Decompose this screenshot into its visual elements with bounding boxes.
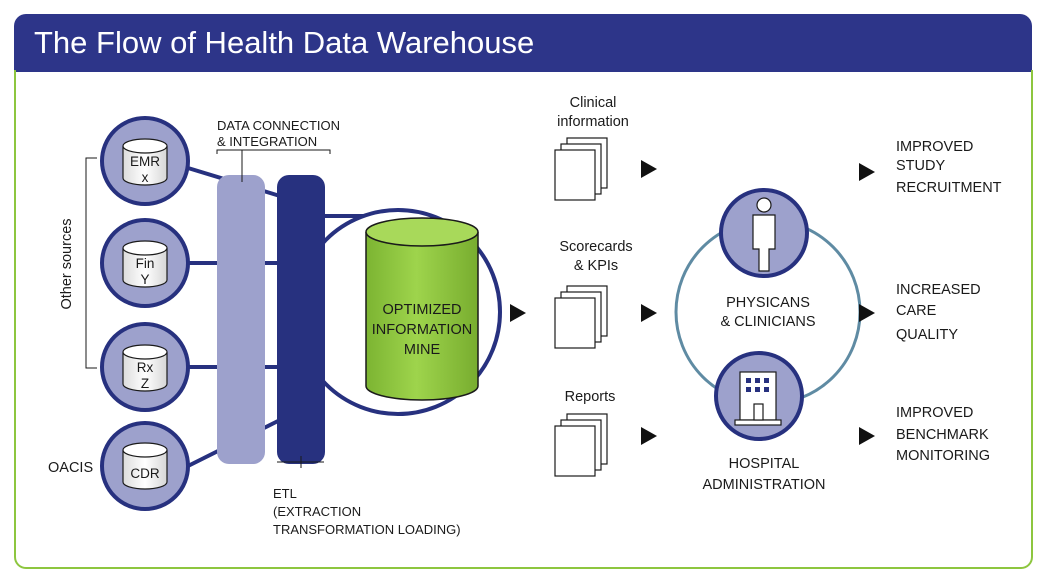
output-clinical-label-2: information — [557, 114, 629, 130]
physicians-label: PHYSICANS — [726, 295, 810, 311]
title-bar: The Flow of Health Data Warehouse — [14, 14, 1032, 72]
output-scorecards-label-2: & KPIs — [574, 258, 618, 274]
source-rx-label: Rx — [137, 360, 154, 375]
documents-icon — [554, 285, 608, 349]
documents-icon — [554, 413, 608, 477]
hospital-label: HOSPITAL — [729, 456, 800, 472]
arrow-right-icon — [641, 427, 657, 445]
oacis-label: OACIS — [48, 460, 93, 476]
arrow-right-icon — [510, 304, 526, 322]
other-sources-bracket — [85, 157, 97, 369]
source-fin-sub: Y — [140, 272, 149, 287]
outcome-label-2: STUDY — [896, 158, 945, 174]
etl-label: ETL — [273, 486, 297, 501]
documents-icon — [554, 137, 608, 201]
physicians-node: PHYSICANS & CLINICIANS — [719, 188, 816, 330]
arrow-right-icon — [859, 163, 875, 181]
other-sources-label: Other sources — [59, 218, 75, 309]
output-scorecards: Scorecards & KPIs — [554, 239, 657, 349]
arrow-right-icon — [641, 160, 657, 178]
database-icon — [122, 352, 168, 392]
source-cdr-label: CDR — [130, 466, 159, 481]
outcome-label: INCREASED — [896, 282, 981, 298]
data-connection-bar — [217, 175, 265, 464]
mine-cylinder — [365, 232, 479, 401]
hospital-label-2: ADMINISTRATION — [703, 477, 826, 493]
output-reports-label: Reports — [565, 389, 616, 405]
source-emr: EMR x — [100, 116, 190, 206]
database-icon — [122, 248, 168, 288]
outcome-label-2: BENCHMARK — [896, 427, 989, 443]
etl-bar — [277, 175, 325, 464]
outcome-benchmark-monitoring: IMPROVED BENCHMARK MONITORING — [859, 405, 990, 464]
mine-label-2: INFORMATION — [372, 322, 472, 338]
person-icon — [752, 197, 776, 272]
source-rx: Rx Z — [100, 322, 190, 412]
outcome-label: IMPROVED — [896, 139, 973, 155]
source-rx-sub: Z — [141, 376, 149, 391]
output-clinical-label: Clinical — [570, 95, 617, 111]
output-scorecards-label: Scorecards — [559, 239, 632, 255]
etl-label-3: TRANSFORMATION LOADING) — [273, 522, 461, 537]
outcome-label-3: MONITORING — [896, 448, 990, 464]
outcome-care-quality: INCREASED CARE QUALITY — [859, 282, 981, 343]
source-fin-label: Fin — [136, 256, 155, 271]
callout-lines — [216, 149, 331, 468]
output-clinical: Clinical information — [554, 95, 657, 201]
outcome-label: IMPROVED — [896, 405, 973, 421]
output-reports: Reports — [554, 389, 657, 477]
outcome-label-3: QUALITY — [896, 327, 958, 343]
data-connection-callout — [216, 149, 331, 154]
mine-label-3: MINE — [404, 342, 441, 358]
arrow-right-icon — [859, 427, 875, 445]
source-emr-sub: x — [142, 170, 149, 185]
hospital-building-icon — [734, 371, 782, 426]
source-fin: Fin Y — [100, 218, 190, 308]
arrow-right-icon — [641, 304, 657, 322]
data-connection-label-2: & INTEGRATION — [217, 134, 317, 149]
mine-cylinder-top — [365, 217, 479, 247]
data-connection-label: DATA CONNECTION — [217, 118, 340, 133]
source-emr-label: EMR — [130, 154, 160, 169]
arrow-right-icon — [859, 304, 875, 322]
page-title: The Flow of Health Data Warehouse — [34, 25, 535, 60]
outcome-label-3: RECRUITMENT — [896, 180, 1002, 196]
mine-label: OPTIMIZED — [383, 302, 462, 318]
hospital-node: HOSPITAL ADMINISTRATION — [703, 351, 826, 493]
etl-label-2: (EXTRACTION — [273, 504, 361, 519]
outcome-label-2: CARE — [896, 303, 937, 319]
database-icon — [122, 450, 168, 490]
database-icon — [122, 146, 168, 186]
diagram-panel — [14, 70, 1033, 569]
outcome-study-recruitment: IMPROVED STUDY RECRUITMENT — [859, 139, 1002, 196]
information-mine: OPTIMIZED INFORMATION MINE — [365, 217, 479, 401]
physicians-label-2: & CLINICIANS — [720, 314, 815, 330]
source-cdr: CDR — [100, 421, 190, 511]
